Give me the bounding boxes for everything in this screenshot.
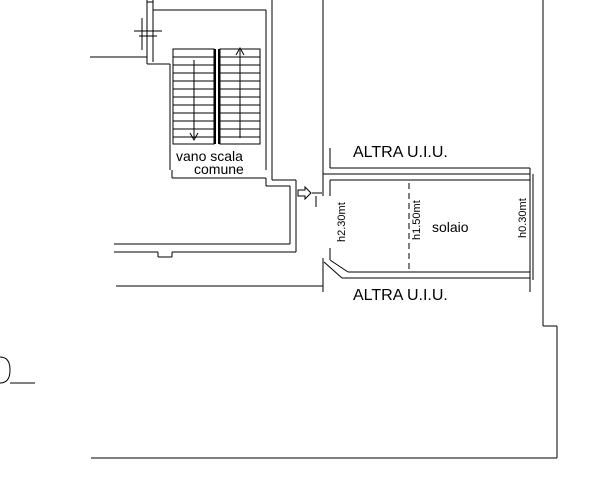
- entrance-arrow-icon: [297, 185, 322, 207]
- stair-flights: [172, 46, 261, 145]
- bottom-unit-label: ALTRA U.I.U.: [353, 287, 448, 304]
- height-label-middle: h1.50mt: [411, 200, 423, 240]
- compass-partial-icon: [0, 356, 35, 384]
- room-label: solaio: [432, 219, 469, 235]
- stair-label-line2: comune: [194, 161, 244, 177]
- attic-walls: [322, 0, 534, 292]
- height-label-left: h2.30mt: [336, 202, 348, 242]
- landing-walls: [114, 170, 323, 287]
- stair-walls: [169, 0, 273, 179]
- column-element: [90, 0, 266, 65]
- outer-wall: [91, 0, 558, 459]
- stair-label-line1: vano scala: [176, 148, 243, 164]
- top-unit-label: ALTRA U.I.U.: [353, 144, 448, 161]
- height-label-right: h0.30mt: [517, 198, 529, 238]
